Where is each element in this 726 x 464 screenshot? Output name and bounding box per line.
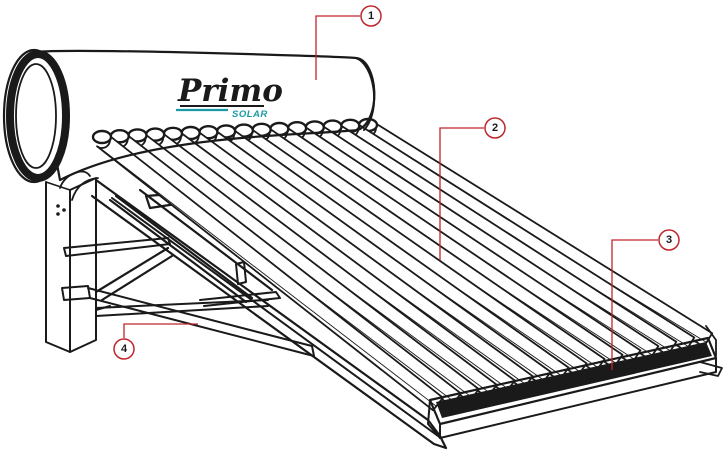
bottom-rail	[90, 178, 448, 450]
brand-sub: SOLAR	[232, 109, 268, 120]
tube-inner-line	[99, 147, 437, 407]
front-tube-holder	[427, 325, 723, 439]
callout-3-circle	[658, 229, 680, 251]
callout-2-label: 2	[492, 122, 498, 134]
callouts: 1 2 3 4	[113, 5, 680, 370]
front-left-post	[45, 181, 71, 353]
callout-3-label: 3	[666, 234, 672, 246]
vacuum-tubes	[91, 117, 714, 412]
callout-2-circle	[484, 117, 506, 139]
callout-1-circle	[360, 5, 382, 27]
front-left-post-side	[69, 177, 97, 353]
callout-4-leader	[123, 323, 198, 338]
callout-1-leader	[315, 15, 360, 80]
lower-brace-left	[61, 285, 91, 301]
callout-4-circle	[113, 338, 135, 360]
callout-3-leader	[611, 239, 658, 370]
water-tank: Primo SOLAR	[2, 48, 376, 184]
brand-name: Primo	[177, 73, 283, 109]
tube-seal	[91, 129, 113, 145]
callout-1-label: 1	[368, 10, 374, 22]
brand-logo: Primo SOLAR	[176, 73, 283, 120]
diagonal-strut	[87, 287, 315, 357]
callout-4-label: 4	[121, 343, 128, 355]
vacuum-tube	[96, 132, 444, 412]
support-frame	[45, 170, 448, 450]
callout-2-leader	[439, 127, 484, 260]
